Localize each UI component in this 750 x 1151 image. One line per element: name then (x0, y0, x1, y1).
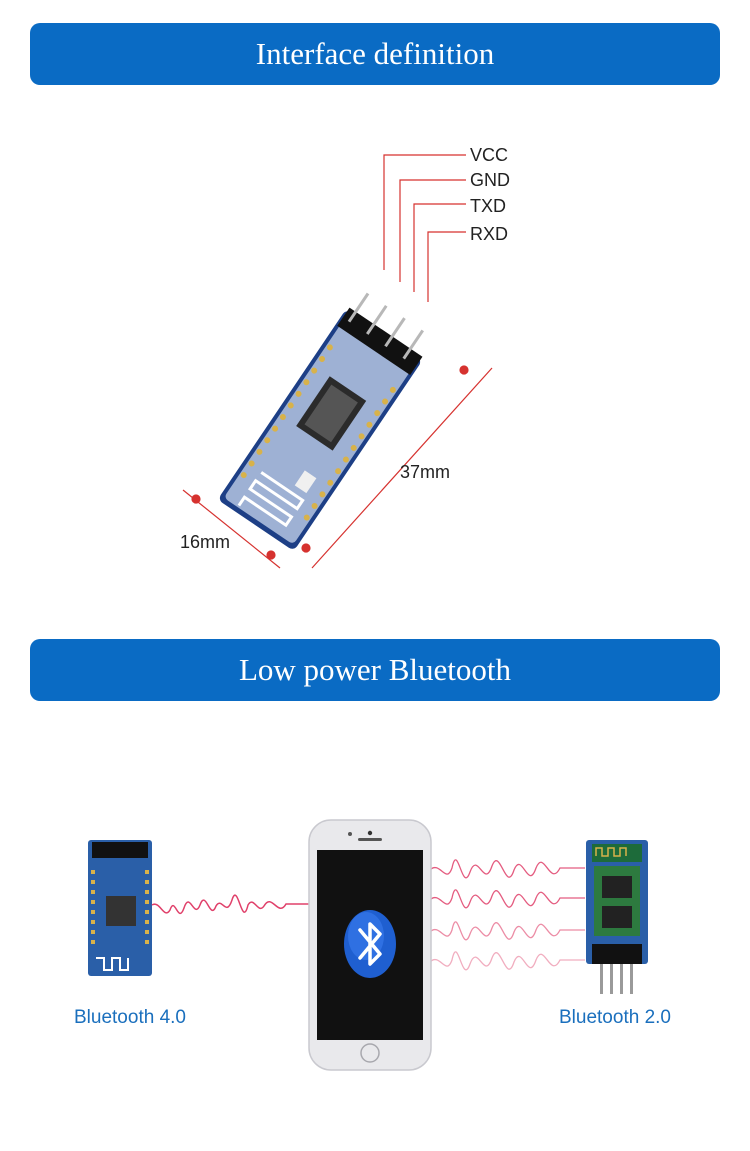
smartphone-icon (308, 819, 432, 1071)
section-title-interface: Interface definition (30, 23, 720, 85)
pin-label-txd: TXD (470, 196, 506, 216)
bluetooth-4-label: Bluetooth 4.0 (74, 1007, 186, 1028)
width-dimension-label: 16mm (180, 532, 231, 552)
signal-waves-right (429, 859, 585, 971)
bluetooth-icon (344, 910, 396, 978)
pin-label-gnd: GND (470, 170, 510, 190)
module-diagram (182, 154, 493, 569)
ble-module-image (219, 292, 424, 549)
length-dimension-label: 37mm (400, 462, 451, 482)
pin-leader-lines (383, 154, 466, 302)
pin-label-vcc: VCC (470, 145, 509, 165)
section-title-low-power: Low power Bluetooth (30, 639, 720, 701)
bluetooth-2-module-image (586, 840, 648, 994)
bluetooth-2-label: Bluetooth 2.0 (559, 1007, 671, 1028)
signal-wave-left (151, 894, 310, 915)
bluetooth-4-module-image (88, 840, 152, 976)
pin-label-rxd: RXD (470, 224, 509, 244)
dimension-lines (182, 365, 493, 569)
